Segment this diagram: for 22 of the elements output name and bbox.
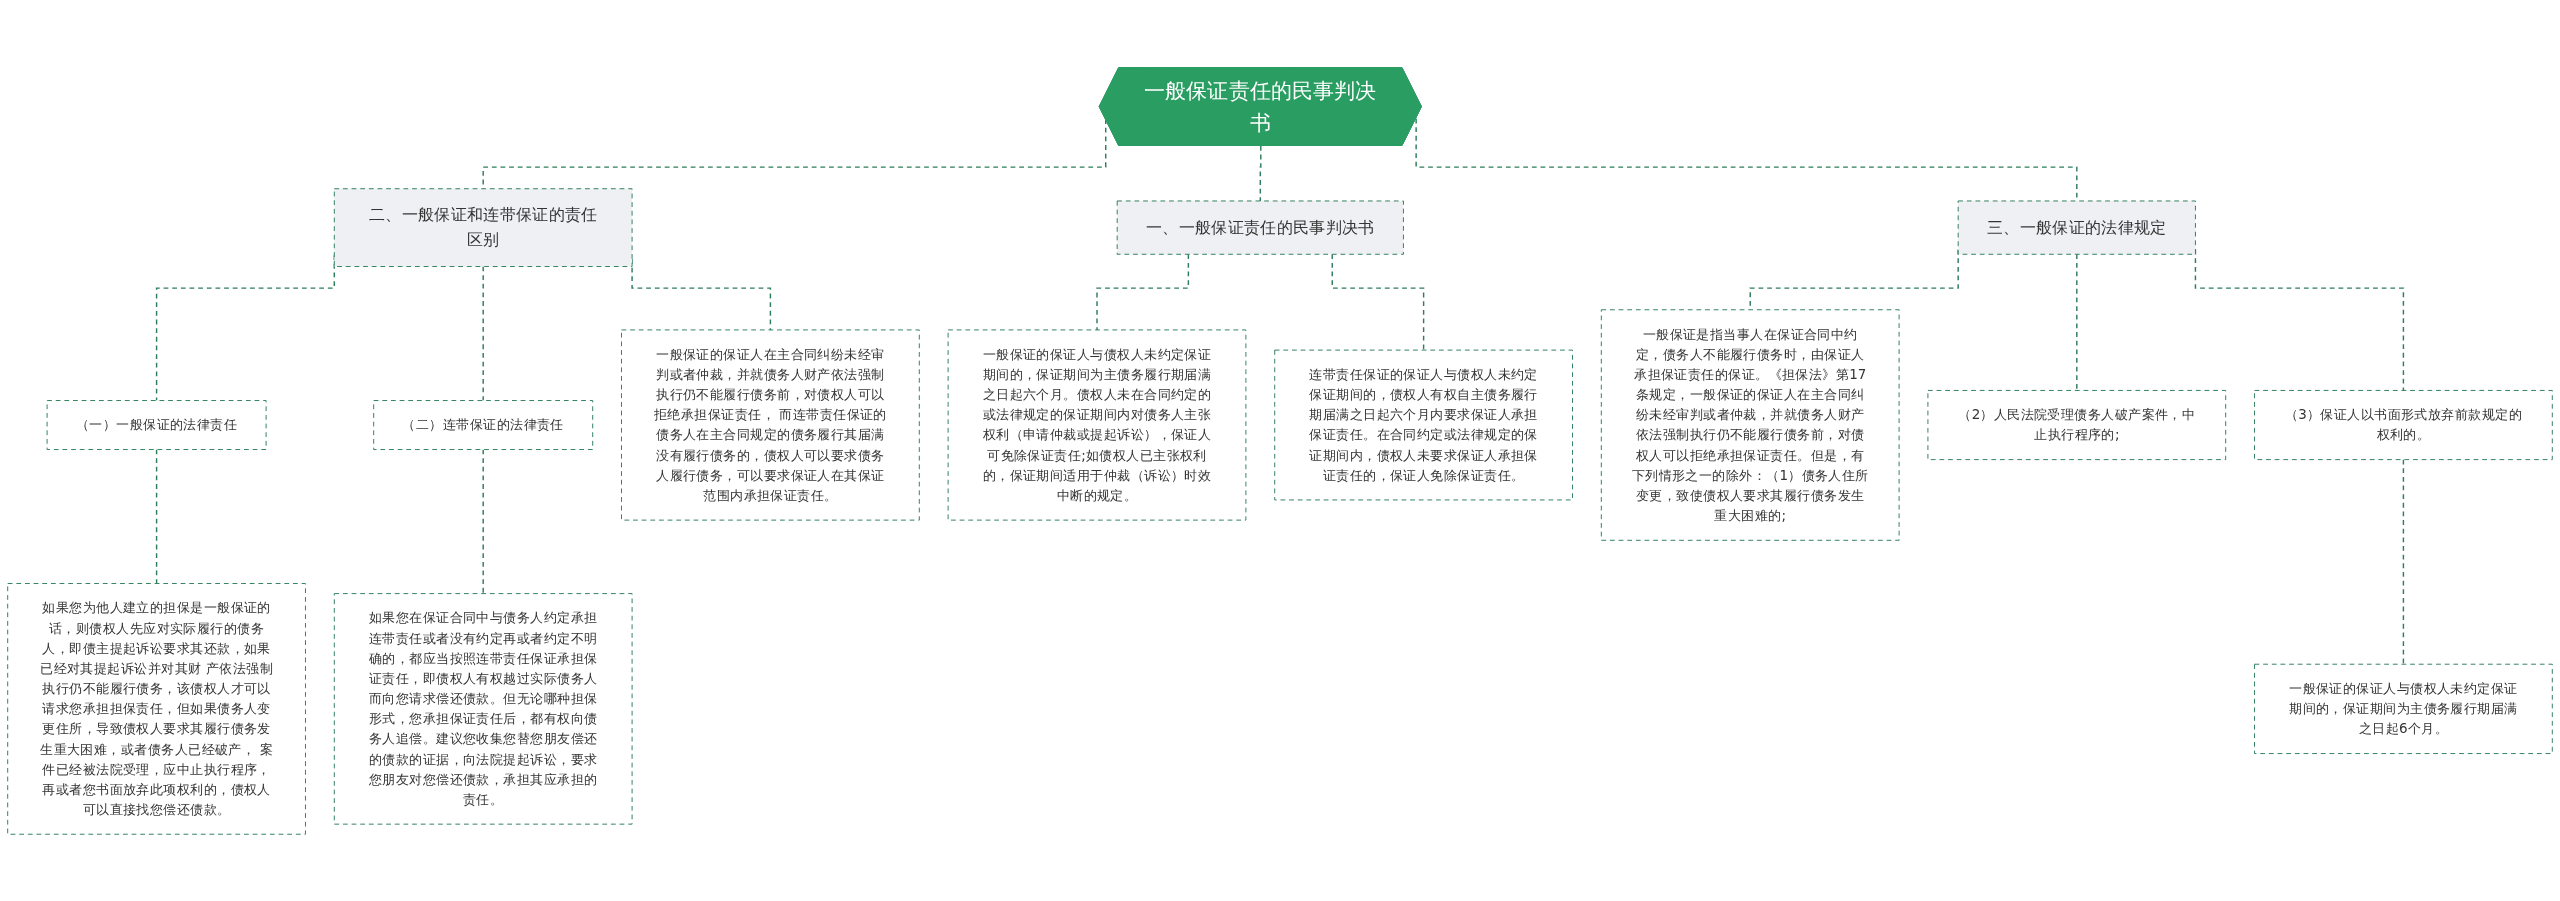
- node-box: 一般保证的保证人在主合同纠纷未经审判或者仲裁，并就债务人财产依法强制执行仍不能履行债务前，对债权人可以拒绝承担保证责任， 而连带责任保证的债务人在主合同规定的债务履行其届满没有履行债务的，债权人可以要求债务人履行债务，可以要求保证人在其保证范围内承担保证责任。: [621, 328, 920, 521]
- node-box: 一般保证是指当事人在保证合同中约定，债务人不能履行债务时，由保证人承担保证责任的保证。《担保法》第17条规定，一般保证的保证人在主合同纠纷未经审判或者仲裁，并就债务人财产依法强制执行仍不能履行债务前，对债权人可以拒绝承担保证责任。但是，有下列情形之一的除外：（1）债务人住所变更，致使债权人要求其履行债务发生重大困难的;: [1600, 308, 1900, 541]
- connector: [482, 448, 484, 594]
- node-box: 三、一般保证的法律规定: [1957, 200, 2196, 255]
- connector: [2402, 458, 2405, 665]
- node-box: 一般保证的保证人与债权人未约定保证期间的，保证期间为主债务履行期届满之日起六个月。债权人未在合同约定的或法律规定的保证期间内对债务人主张权利（申请仲裁或提起诉讼），保证人可免除保证责任;如债权人已主张权利的，保证期间适用于仲裁（诉讼）时效中断的规定。: [947, 328, 1247, 521]
- connector: [1259, 144, 1262, 202]
- node-box: 如果您为他人建立的担保是一般保证的话，则债权人先应对实际履行的债务人，即债主提起诉讼要求其还款，如果已经对其提起诉讼并对其财 产依法强制执行仍不能履行债务，该债权人才可以请求您承担担保责任，但如果债务人变更住所，导致债权人要求其履行债务发生重大困难，或者债务人已经破产， 案件已经被法院受理，应中止执行程序，再或者您书面放弃此项权利的，债权人可以直接找您偿还债款。: [7, 582, 306, 835]
- node-box: （二）连带保证的法律责任: [373, 399, 594, 450]
- node-box: 一般保证的保证人与债权人未约定保证期间的，保证期间为主债务履行期届满之日起6个月。: [2254, 663, 2553, 754]
- connector: [1096, 253, 1190, 331]
- node-box: （2）人民法院受理债务人破产案件，中止执行程序的;: [1927, 389, 2227, 460]
- node-box: 连带责任保证的保证人与债权人未约定保证期间的，债权人有权自主债务履行期届满之日起六个月内要求保证人承担保证责任。在合同约定或法律规定的保证期间内，债权人未要求保证人承担保证责任的，保证人免除保证责任。: [1274, 349, 1573, 500]
- connector: [2076, 253, 2078, 391]
- connector: [1331, 253, 1425, 351]
- node-box: （一）一般保证的法律责任: [46, 399, 267, 450]
- connector: [155, 448, 158, 584]
- connector: [482, 265, 484, 401]
- node-box: （3）保证人以书面形式放弃前款规定的权利的。: [2254, 389, 2553, 460]
- node-box: 一、一般保证责任的民事判决书: [1116, 200, 1404, 255]
- node-box: 二、一般保证和连带保证的责任区别: [333, 187, 633, 267]
- node-box: 如果您在保证合同中与债务人约定承担连带责任或者没有约定再或者约定不明确的，都应当按照连带责任保证承担保证责任，即债权人有权越过实际债务人而向您请求偿还债款。但无论哪种担保形式，您承担保证责任后，都有权向债务人追偿。建议您收集您替您朋友偿还的债款的证据，向法院提起诉讼，要求您朋友对您偿还债款，承担其应承担的责任。: [333, 592, 633, 825]
